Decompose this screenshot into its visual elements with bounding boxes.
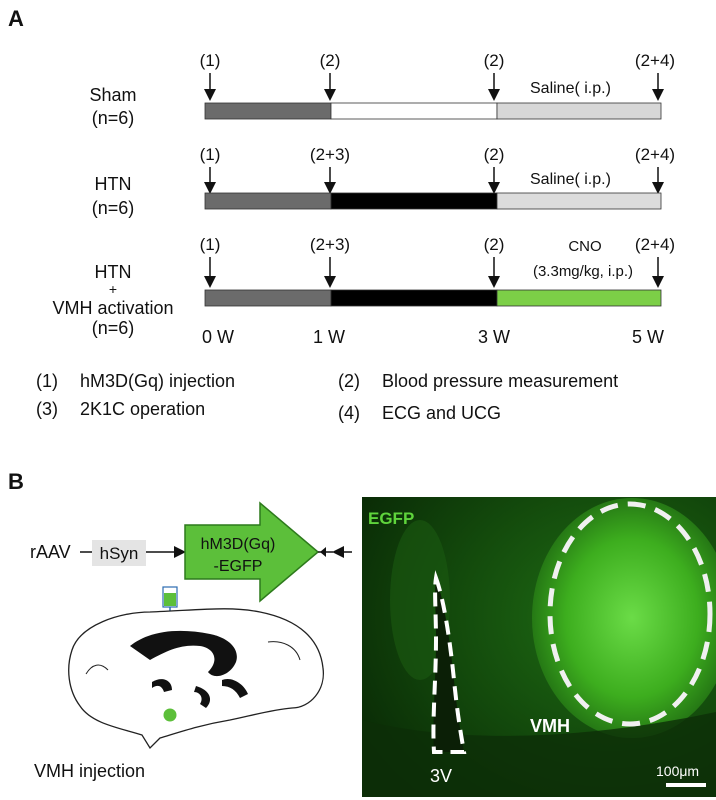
promoter-box	[92, 540, 146, 566]
injection-site-dot	[163, 708, 177, 722]
injection-caption: VMH injection	[34, 761, 145, 781]
legend-text: ECG and UCG	[382, 403, 501, 423]
group-name: HTN	[95, 174, 132, 194]
group-plus: +	[109, 281, 117, 297]
brain-outline	[68, 608, 324, 750]
legend-text: Blood pressure measurement	[382, 371, 618, 391]
timeline-htn-vmh: HTN + VMH activation (n=6) (1) (2+3) (2)…	[52, 235, 675, 338]
legend-num: (1)	[36, 371, 58, 391]
bar-segment-1	[204, 192, 332, 210]
construct-arrow-shape	[184, 501, 320, 603]
timeline-sham: Sham (n=6) (1) (2) (2) (2+4) Saline( i.p…	[89, 51, 675, 128]
mark-label: (2)	[484, 51, 505, 70]
bar-segment-3	[496, 289, 662, 307]
mark-label: (2)	[484, 235, 505, 254]
week-axis: 0 W 1 W 3 W 5 W	[202, 327, 664, 347]
brain-injection-diagram	[68, 586, 324, 750]
bar-segment-2	[330, 192, 498, 210]
week-label: 0 W	[202, 327, 234, 347]
mark-label: (1)	[200, 145, 221, 164]
group-n: (n=6)	[92, 318, 135, 338]
promoter-label: hSyn	[100, 544, 139, 563]
timeline-htn: HTN (n=6) (1) (2+3) (2) (2+4) Saline( i.…	[92, 145, 675, 218]
bar-segment-2	[330, 102, 498, 120]
legend: (1) hM3D(Gq) injection (2) Blood pressur…	[36, 371, 618, 423]
micrograph-label: EGFP	[368, 509, 414, 528]
bar-segment-1	[204, 289, 332, 307]
third-ventricle-label: 3V	[430, 766, 452, 786]
mark-label: (2+3)	[310, 235, 350, 254]
vmh-label: VMH	[530, 716, 570, 736]
legend-text: 2K1C operation	[80, 399, 205, 419]
week-label: 5 W	[632, 327, 664, 347]
vmh-fluorescence	[532, 498, 716, 738]
vmh-outline	[547, 501, 713, 727]
treatment-dose: (3.3mg/kg, i.p.)	[533, 263, 633, 280]
mark-label: (2+3)	[310, 145, 350, 164]
panel-a-label: A	[8, 6, 24, 31]
micrograph: EGFP VMH 3V 100μm	[362, 497, 716, 797]
treatment-label: CNO	[568, 238, 601, 255]
group-name-2: VMH activation	[52, 298, 173, 318]
group-name: Sham	[89, 85, 136, 105]
group-name: HTN	[95, 262, 132, 282]
bar-segment-1	[204, 102, 332, 120]
mark-label: (2+4)	[635, 235, 675, 254]
construct-label-2: -EGFP	[214, 558, 263, 575]
mark-label: (2+4)	[635, 51, 675, 70]
raav-label: rAAV	[30, 542, 71, 562]
legend-num: (2)	[338, 371, 360, 391]
mark-label: (2)	[320, 51, 341, 70]
group-n: (n=6)	[92, 198, 135, 218]
mark-label: (2)	[484, 145, 505, 164]
bar-segment-3	[496, 102, 662, 120]
mark-label: (2+4)	[635, 145, 675, 164]
itr-icon	[320, 547, 326, 557]
third-ventricle-outline	[431, 570, 467, 754]
group-n: (n=6)	[92, 108, 135, 128]
bar-segment-3	[496, 192, 662, 210]
mark-label: (1)	[200, 235, 221, 254]
week-label: 3 W	[478, 327, 510, 347]
treatment-label: Saline( i.p.)	[530, 80, 611, 97]
mark-label: (1)	[200, 51, 221, 70]
scale-bar	[666, 783, 706, 787]
viral-construct: rAAV hSyn hM3D(Gq) -EGFP	[30, 501, 352, 603]
legend-num: (3)	[36, 399, 58, 419]
bar-segment-2	[330, 289, 498, 307]
brain-structure-shape	[130, 630, 237, 677]
scale-bar-label: 100μm	[656, 763, 699, 779]
treatment-label: Saline( i.p.)	[530, 171, 611, 188]
week-label: 1 W	[313, 327, 345, 347]
legend-num: (4)	[338, 403, 360, 423]
construct-label: hM3D(Gq)	[201, 536, 276, 553]
panel-b-label: B	[8, 469, 24, 494]
legend-text: hM3D(Gq) injection	[80, 371, 235, 391]
